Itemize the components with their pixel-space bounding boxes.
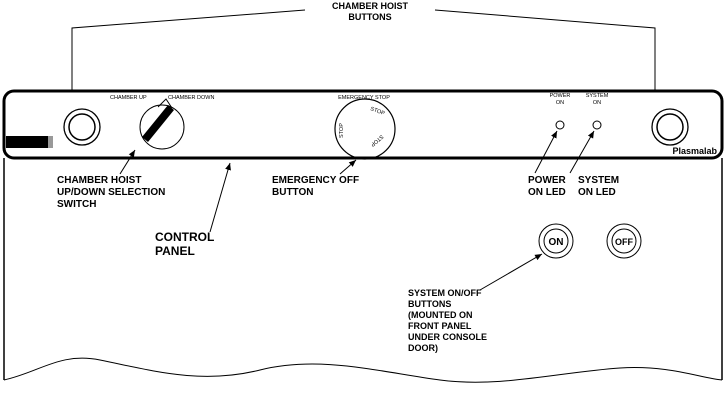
hoist-buttons-label-2: BUTTONS	[348, 12, 391, 22]
callout-control-panel-2: PANEL	[155, 244, 195, 258]
callout-control-panel-1: CONTROL	[155, 230, 214, 244]
system-on-led	[592, 120, 602, 130]
chamber-hoist-button-left[interactable]	[63, 108, 101, 146]
leader-power-led	[534, 130, 558, 174]
stop-text-1: STOP	[369, 106, 385, 117]
leader-right-hoist	[434, 9, 658, 103]
callout-system-led-1: SYSTEM	[578, 175, 619, 186]
callout-on-off-1: SYSTEM ON/OFF	[408, 288, 482, 298]
stop-text-2: STOP	[339, 123, 345, 138]
system-on-button[interactable]: ON	[538, 223, 574, 259]
callout-emergency-2: BUTTON	[272, 187, 313, 198]
callout-on-off-2: BUTTONS	[408, 299, 451, 309]
callout-on-off-4: FRONT PANEL	[408, 321, 472, 331]
callout-switch-3: SWITCH	[57, 199, 96, 210]
callout-power-led-1: POWER	[528, 175, 567, 186]
console-cut-edge	[3, 357, 723, 383]
leader-left-hoist	[69, 9, 306, 103]
console-body	[3, 158, 723, 380]
callout-switch-2: UP/DOWN SELECTION	[57, 187, 165, 198]
on-button-label: ON	[549, 237, 564, 248]
callout-switch-1: CHAMBER HOIST	[57, 175, 141, 186]
panel-label-plate	[6, 136, 52, 148]
leader-control-panel	[209, 162, 231, 233]
plate-edge	[48, 136, 53, 148]
off-button-label: OFF	[615, 237, 633, 247]
switch-indicator-arrows	[157, 98, 173, 109]
system-off-button[interactable]: OFF	[606, 223, 642, 259]
callout-on-off-3: (MOUNTED ON	[408, 310, 473, 320]
label-power-1: POWER	[550, 93, 571, 99]
leader-on-off	[479, 253, 543, 291]
callout-system-led-2: ON LED	[578, 187, 616, 198]
label-chamber-down: CHAMBER DOWN	[168, 95, 214, 101]
leader-switch	[119, 149, 136, 175]
callout-emergency-1: EMERGENCY OFF	[272, 175, 359, 186]
switch-lever	[142, 105, 174, 142]
callout-power-led-2: ON LED	[528, 187, 566, 198]
brand-logo: Plasmalab	[672, 146, 717, 156]
label-chamber-up: CHAMBER UP	[110, 95, 147, 101]
leader-emergency	[339, 159, 357, 175]
label-power-2: ON	[556, 100, 564, 106]
chamber-hoist-button-right[interactable]	[651, 108, 689, 146]
control-panel	[2, 89, 724, 160]
label-emergency-stop: EMERGENCY STOP	[338, 95, 390, 101]
power-on-led	[555, 120, 565, 130]
callout-on-off-5: UNDER CONSOLE	[408, 332, 487, 342]
label-system-2: ON	[593, 100, 601, 106]
leader-system-led	[569, 130, 595, 174]
hoist-buttons-label-1: CHAMBER HOIST	[332, 1, 409, 11]
label-system-1: SYSTEM	[586, 93, 609, 99]
callout-on-off-6: DOOR)	[408, 343, 438, 353]
chamber-updown-switch[interactable]	[139, 104, 185, 150]
